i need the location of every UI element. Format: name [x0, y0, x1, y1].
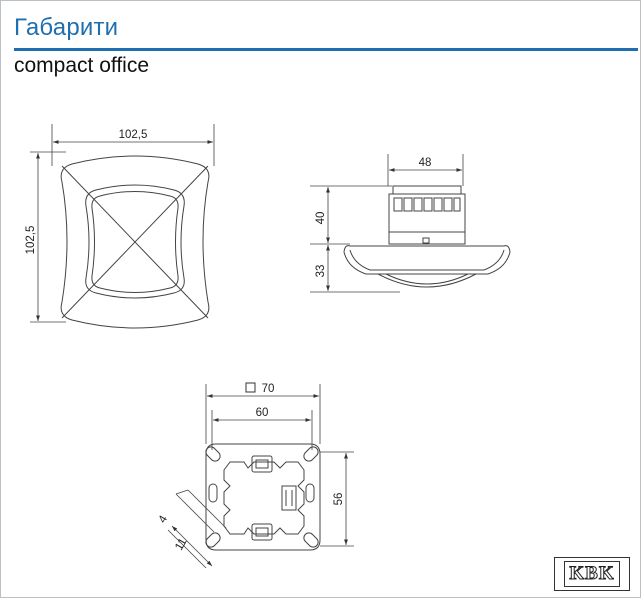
base-slot-top-right — [303, 446, 319, 462]
base-top-clip — [251, 455, 273, 473]
side-lower-height-label: 33 — [315, 265, 327, 278]
front-height-label: 102,5 — [25, 226, 37, 255]
base-slot-width-label: 4 — [157, 513, 171, 525]
front-inner-lens-rim — [91, 191, 179, 293]
base-slot-length-label: 11 — [173, 536, 189, 552]
side-body — [388, 193, 466, 245]
page-title: Габарити — [14, 14, 119, 41]
side-indicator — [422, 237, 430, 244]
product-name: compact office — [14, 54, 150, 77]
base-slot-bottom-left — [205, 532, 221, 548]
base-slot-width-dim — [175, 489, 189, 495]
logo-text: KBK — [564, 561, 620, 587]
side-width-label: 48 — [419, 157, 432, 169]
square-symbol-icon — [245, 382, 256, 393]
base-bottom-clip — [251, 523, 273, 541]
base-height-label: 56 — [333, 493, 345, 506]
side-top-cap — [392, 185, 462, 195]
base-hole-right — [305, 483, 315, 503]
side-view — [310, 154, 511, 293]
base-slot-length-dim — [171, 525, 213, 567]
side-upper-height-label: 40 — [315, 212, 327, 225]
side-terminals — [393, 197, 461, 212]
front-outer-outline — [60, 155, 210, 329]
kbk-logo: KBK — [554, 557, 630, 591]
front-width-label: 102,5 — [119, 129, 148, 141]
base-inner-frame — [223, 461, 305, 535]
side-dome — [377, 273, 477, 288]
base-outer-label: 70 — [262, 383, 275, 395]
front-view — [30, 124, 215, 329]
base-view — [167, 384, 354, 569]
base-slot-top-left — [205, 446, 221, 462]
front-diagonal-2 — [61, 165, 209, 319]
title-rule — [14, 48, 638, 51]
side-housing — [343, 245, 511, 275]
front-inner-lens — [85, 184, 185, 299]
base-slot-bottom-right — [303, 532, 319, 548]
base-terminal-block — [281, 485, 297, 511]
base-inner-label: 60 — [256, 407, 269, 419]
base-hole-left — [208, 483, 218, 503]
